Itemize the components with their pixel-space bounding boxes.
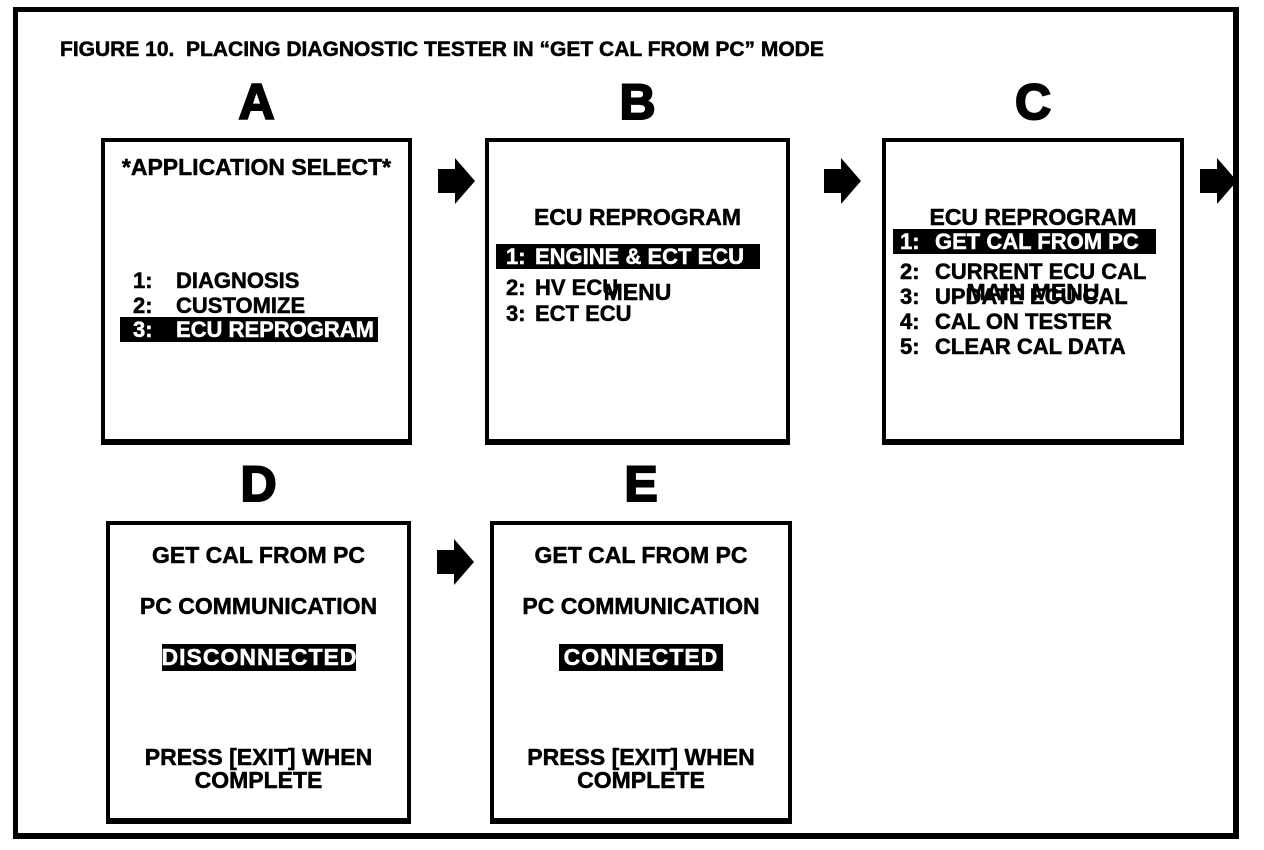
- menu-item-ecu-reprogram-selected: 3: ECU REPROGRAM: [120, 317, 378, 342]
- menu-item-number: 2:: [900, 259, 920, 285]
- menu-item-diagnosis: 1: DIAGNOSIS: [105, 268, 300, 294]
- menu-item-label: ECU REPROGRAM: [176, 317, 375, 343]
- screen-e-title: GET CAL FROM PC: [534, 542, 748, 569]
- tester-screen-b: ECU REPROGRAM MENU 1: ENGINE & ECT ECU 2:…: [485, 138, 790, 445]
- status-connected-badge: CONNECTED: [559, 644, 723, 671]
- menu-item-number: 2:: [506, 275, 526, 301]
- menu-item-cal-on-tester: 4: CAL ON TESTER: [886, 309, 1112, 335]
- screen-a-header: *APPLICATION SELECT*: [121, 154, 392, 180]
- screen-d-footer-line2: COMPLETE: [194, 767, 323, 794]
- menu-item-label: CURRENT ECU CAL: [935, 259, 1147, 285]
- screen-c-header-line2: MAIN MENU: [966, 279, 1100, 305]
- figure-title: FIGURE 10. PLACING DIAGNOSTIC TESTER IN …: [60, 38, 824, 62]
- menu-item-number: 3:: [900, 284, 920, 310]
- figure-frame: FIGURE 10. PLACING DIAGNOSTIC TESTER IN …: [13, 7, 1239, 839]
- menu-item-number: 4:: [900, 309, 920, 335]
- menu-item-label: DIAGNOSIS: [176, 268, 300, 294]
- screen-b-header-line1: ECU REPROGRAM: [533, 204, 742, 230]
- tester-screen-a: *APPLICATION SELECT* 1: DIAGNOSIS 2: CUSTO…: [101, 138, 412, 445]
- step-label-a: A: [237, 74, 275, 130]
- flow-arrow-a-to-b-icon: [438, 157, 476, 205]
- flow-arrow-d-to-e-icon: [437, 538, 475, 586]
- menu-item-clear-cal-data: 5: CLEAR CAL DATA: [886, 334, 1126, 360]
- screen-d-title: GET CAL FROM PC: [152, 542, 365, 569]
- menu-item-get-cal-from-pc-selected: 1: GET CAL FROM PC: [893, 229, 1156, 254]
- screen-e-footer-line1: PRESS [EXIT] WHEN: [527, 744, 755, 771]
- menu-item-number: 3:: [506, 301, 526, 327]
- menu-item-ect-ecu: 3: ECT ECU: [489, 301, 632, 327]
- menu-item-number: 1:: [133, 268, 153, 294]
- menu-item-number: 3:: [133, 317, 153, 343]
- step-label-e: E: [623, 456, 658, 512]
- menu-item-number: 1:: [506, 244, 526, 270]
- menu-item-label: ECT ECU: [535, 301, 632, 327]
- flow-arrow-b-to-c-icon: [824, 157, 862, 205]
- menu-item-update-ecu-cal: 3: UPDATE ECU CAL: [886, 284, 1128, 310]
- step-label-d: D: [239, 456, 277, 512]
- status-disconnected-badge: DISCONNECTED: [161, 644, 358, 671]
- screen-d-subtitle: PC COMMUNICATION: [139, 593, 378, 620]
- menu-item-label: ENGINE & ECT ECU: [535, 244, 745, 270]
- tester-screen-d: GET CAL FROM PC PC COMMUNICATION DISCONN…: [106, 521, 411, 824]
- menu-item-number: 2:: [133, 293, 153, 319]
- screen-b-header: ECU REPROGRAM MENU: [489, 155, 786, 355]
- menu-item-current-ecu-cal: 2: CURRENT ECU CAL: [886, 259, 1147, 285]
- screen-c-header: ECU REPROGRAM MAIN MENU: [886, 155, 1180, 355]
- step-label-b: B: [618, 74, 656, 130]
- menu-item-label: CAL ON TESTER: [935, 309, 1112, 335]
- menu-item-number: 5:: [900, 334, 920, 360]
- screen-e-footer-line2: COMPLETE: [577, 767, 705, 794]
- flow-arrow-c-continue-icon: [1200, 157, 1238, 205]
- menu-item-label: CUSTOMIZE: [176, 293, 306, 319]
- menu-item-engine-ect-ecu-selected: 1: ENGINE & ECT ECU: [496, 244, 760, 269]
- menu-item-label: UPDATE ECU CAL: [935, 284, 1128, 310]
- menu-item-hv-ecu: 2: HV ECU: [489, 275, 619, 301]
- screen-c-header-line1: ECU REPROGRAM: [929, 204, 1137, 230]
- menu-item-number: 1:: [900, 229, 920, 255]
- step-label-c: C: [1014, 74, 1052, 130]
- menu-item-label: HV ECU: [535, 275, 619, 301]
- screen-d-footer-line1: PRESS [EXIT] WHEN: [144, 744, 373, 771]
- tester-screen-e: GET CAL FROM PC PC COMMUNICATION CONNECT…: [490, 521, 792, 824]
- menu-item-customize: 2: CUSTOMIZE: [105, 293, 306, 319]
- screen-b-header-line2: MENU: [603, 279, 672, 305]
- screen-e-subtitle: PC COMMUNICATION: [522, 593, 760, 620]
- tester-screen-c: ECU REPROGRAM MAIN MENU 1: GET CAL FROM P…: [882, 138, 1184, 445]
- menu-item-label: CLEAR CAL DATA: [935, 334, 1126, 360]
- menu-item-label: GET CAL FROM PC: [935, 229, 1139, 255]
